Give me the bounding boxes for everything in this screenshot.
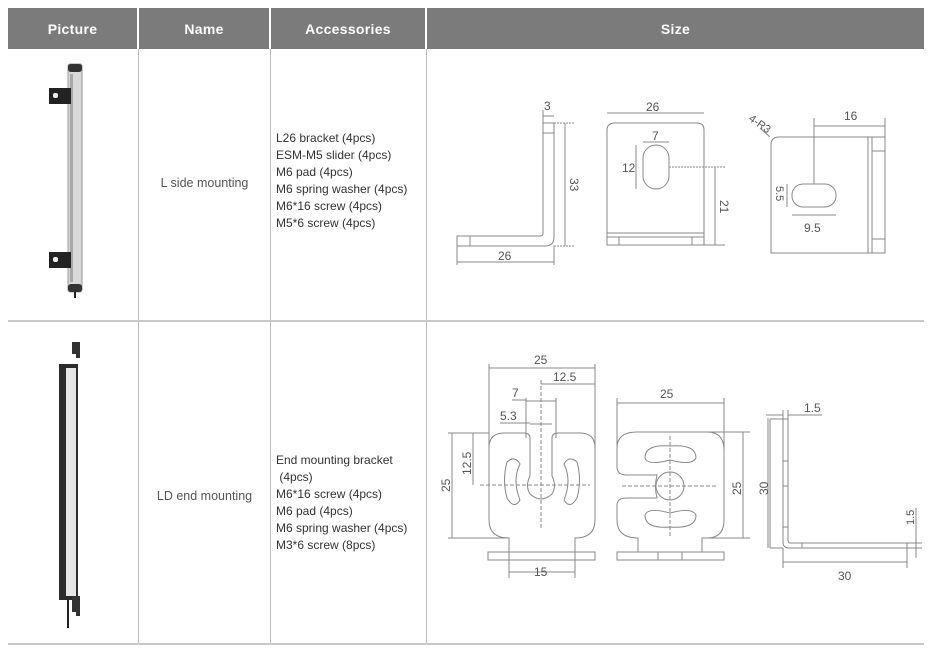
accessory-item: End mounting bracket — [276, 453, 393, 467]
accessory-item: M6 spring washer (4pcs) — [276, 521, 408, 535]
dim-base: 15 — [534, 565, 548, 579]
column-divider — [426, 49, 427, 645]
accessory-item: M3*6 screw (8pcs) — [276, 538, 376, 552]
row-name: L side mounting — [160, 176, 249, 190]
accessory-item: M6 pad (4pcs) — [276, 165, 353, 179]
sensor-cap — [68, 284, 82, 292]
dim-slot-inner: 5.3 — [500, 409, 517, 423]
end-bracket-icon — [72, 342, 80, 358]
column-divider — [270, 49, 271, 645]
accessory-item: ESM-M5 slider (4pcs) — [276, 148, 392, 162]
dim-height: 25 — [440, 478, 453, 492]
ld-end-mounting-photo — [59, 342, 80, 628]
dim-base-thickness: 1.5 — [905, 510, 917, 525]
sensor-cap — [68, 64, 82, 72]
bracket-icon — [49, 88, 71, 104]
accessory-item: M6*16 screw (4pcs) — [276, 487, 383, 501]
header-picture: Picture — [8, 8, 137, 49]
accessory-item: M6 pad (4pcs) — [276, 504, 353, 518]
header-size: Size — [427, 8, 924, 49]
accessory-item: M6*16 screw (4pcs) — [276, 199, 383, 213]
dim-slot-center-height: 21 — [717, 200, 731, 214]
dim-height: 25 — [730, 481, 744, 495]
header-accessories: Accessories — [271, 8, 425, 49]
accessories-list: L26 bracket (4pcs) ESM-M5 slider (4pcs) … — [276, 130, 407, 232]
dim-slot-height: 12 — [622, 161, 636, 175]
dim-width: 25 — [534, 353, 548, 367]
dim-center-height: 12.5 — [460, 451, 474, 475]
dim-corner-radius: 4-R3 — [746, 113, 772, 137]
dim-height: 33 — [567, 178, 581, 192]
end-bracket-front-drawing: 25 12.5 7 5.3 12.5 25 15 — [440, 353, 596, 579]
dim-slot-width: 7 — [512, 386, 519, 400]
dim-height: 30 — [757, 481, 771, 495]
end-bracket-side-drawing: 1.5 30 1.5 30 — [757, 401, 922, 583]
dim-half-width: 12.5 — [553, 370, 577, 384]
row-divider — [8, 320, 924, 322]
dim-base: 26 — [498, 249, 512, 263]
dim-width: 25 — [660, 387, 674, 401]
dim-slot-height: 5.5 — [773, 186, 785, 201]
accessory-item: L26 bracket (4pcs) — [276, 131, 376, 145]
end-bracket-icon — [72, 596, 80, 616]
dim-slot-offset: 16 — [844, 109, 858, 123]
column-divider — [138, 49, 139, 645]
accessory-item: M6 spring washer (4pcs) — [276, 182, 408, 196]
table-bottom-border — [8, 643, 924, 645]
l-bracket-top-drawing: 4-R3 16 5.5 9.5 — [746, 109, 886, 254]
accessory-item: (4pcs) — [276, 470, 313, 484]
dim-thickness: 3 — [544, 99, 551, 113]
dim-length: 30 — [838, 569, 852, 583]
accessories-list: End mounting bracket (4pcs) M6*16 screw … — [276, 452, 407, 554]
row-name: LD end mounting — [156, 489, 253, 503]
l-bracket-side-drawing: 3 33 26 — [456, 99, 581, 265]
dim-slot-width: 7 — [652, 129, 659, 143]
dim-width: 26 — [646, 100, 660, 114]
header-name: Name — [139, 8, 269, 49]
accessory-item: M5*6 screw (4pcs) — [276, 216, 376, 230]
end-bracket-rear-drawing: 25 25 — [616, 387, 769, 561]
l-bracket-front-drawing: 26 7 12 21 — [606, 100, 731, 246]
dim-thickness: 1.5 — [804, 401, 821, 415]
bracket-icon — [49, 252, 71, 268]
dim-slot-length: 9.5 — [804, 221, 821, 235]
l-side-mounting-photo — [49, 63, 83, 298]
